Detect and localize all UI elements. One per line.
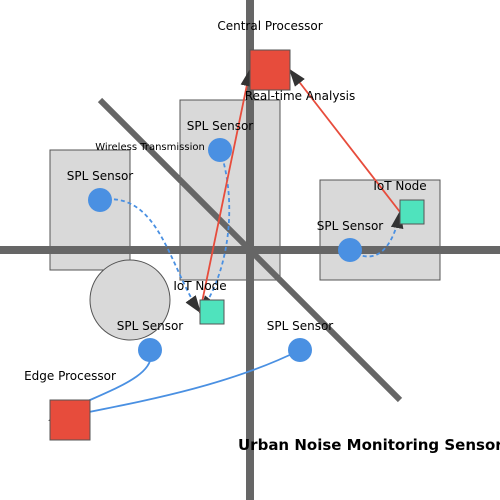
diagram-title: Urban Noise Monitoring Sensor Network — [238, 436, 500, 454]
link-node1-central — [199, 68, 253, 313]
central-processor-box — [249, 49, 291, 91]
road-diagonal — [97, 97, 403, 403]
spl-sensor-dot — [338, 238, 362, 262]
spl-sensor-dot — [138, 338, 162, 362]
edge-processor-box — [49, 399, 91, 441]
spl-sensor-1: SPL Sensor — [67, 169, 134, 212]
central-processor: Central Processor Real-time Analysis — [217, 19, 355, 103]
spl-sensor-label: SPL Sensor — [267, 319, 334, 333]
spl-sensor-5: SPL Sensor — [267, 319, 334, 362]
edge-processor: Edge Processor — [24, 369, 116, 441]
spl-sensor-label: SPL Sensor — [187, 119, 254, 133]
edge-processor-label: Edge Processor — [24, 369, 116, 383]
spl-sensor-2: SPL Sensor — [187, 119, 254, 162]
wireless-transmission-label: Wireless Transmission — [95, 142, 205, 153]
iot-node-label: IoT Node — [173, 279, 226, 293]
iot-node-2: IoT Node — [373, 179, 427, 225]
central-processor-sublabel: Real-time Analysis — [245, 89, 356, 103]
iot-node-box — [199, 299, 225, 325]
building-east — [319, 179, 441, 281]
wireless-link-sensor2-node1 — [198, 149, 231, 314]
spl-sensor-dot — [88, 188, 112, 212]
central-processor-label: Central Processor — [217, 19, 322, 33]
spl-sensor-dot — [208, 138, 232, 162]
spl-sensor-label: SPL Sensor — [67, 169, 134, 183]
iot-node-label: IoT Node — [373, 179, 426, 193]
spl-sensor-dot — [288, 338, 312, 362]
spl-sensor-4: SPL Sensor — [117, 319, 184, 362]
spl-sensor-label: SPL Sensor — [117, 319, 184, 333]
roundabout — [89, 259, 171, 341]
spl-sensor-label: SPL Sensor — [317, 219, 384, 233]
link-node2-central — [288, 68, 401, 213]
spl-sensor-3: SPL Sensor — [317, 219, 384, 262]
wireless-link-sensor1-node1 — [99, 198, 202, 314]
iot-node-box — [399, 199, 425, 225]
iot-node-1: IoT Node — [173, 279, 227, 325]
backhaul-links — [199, 68, 401, 313]
